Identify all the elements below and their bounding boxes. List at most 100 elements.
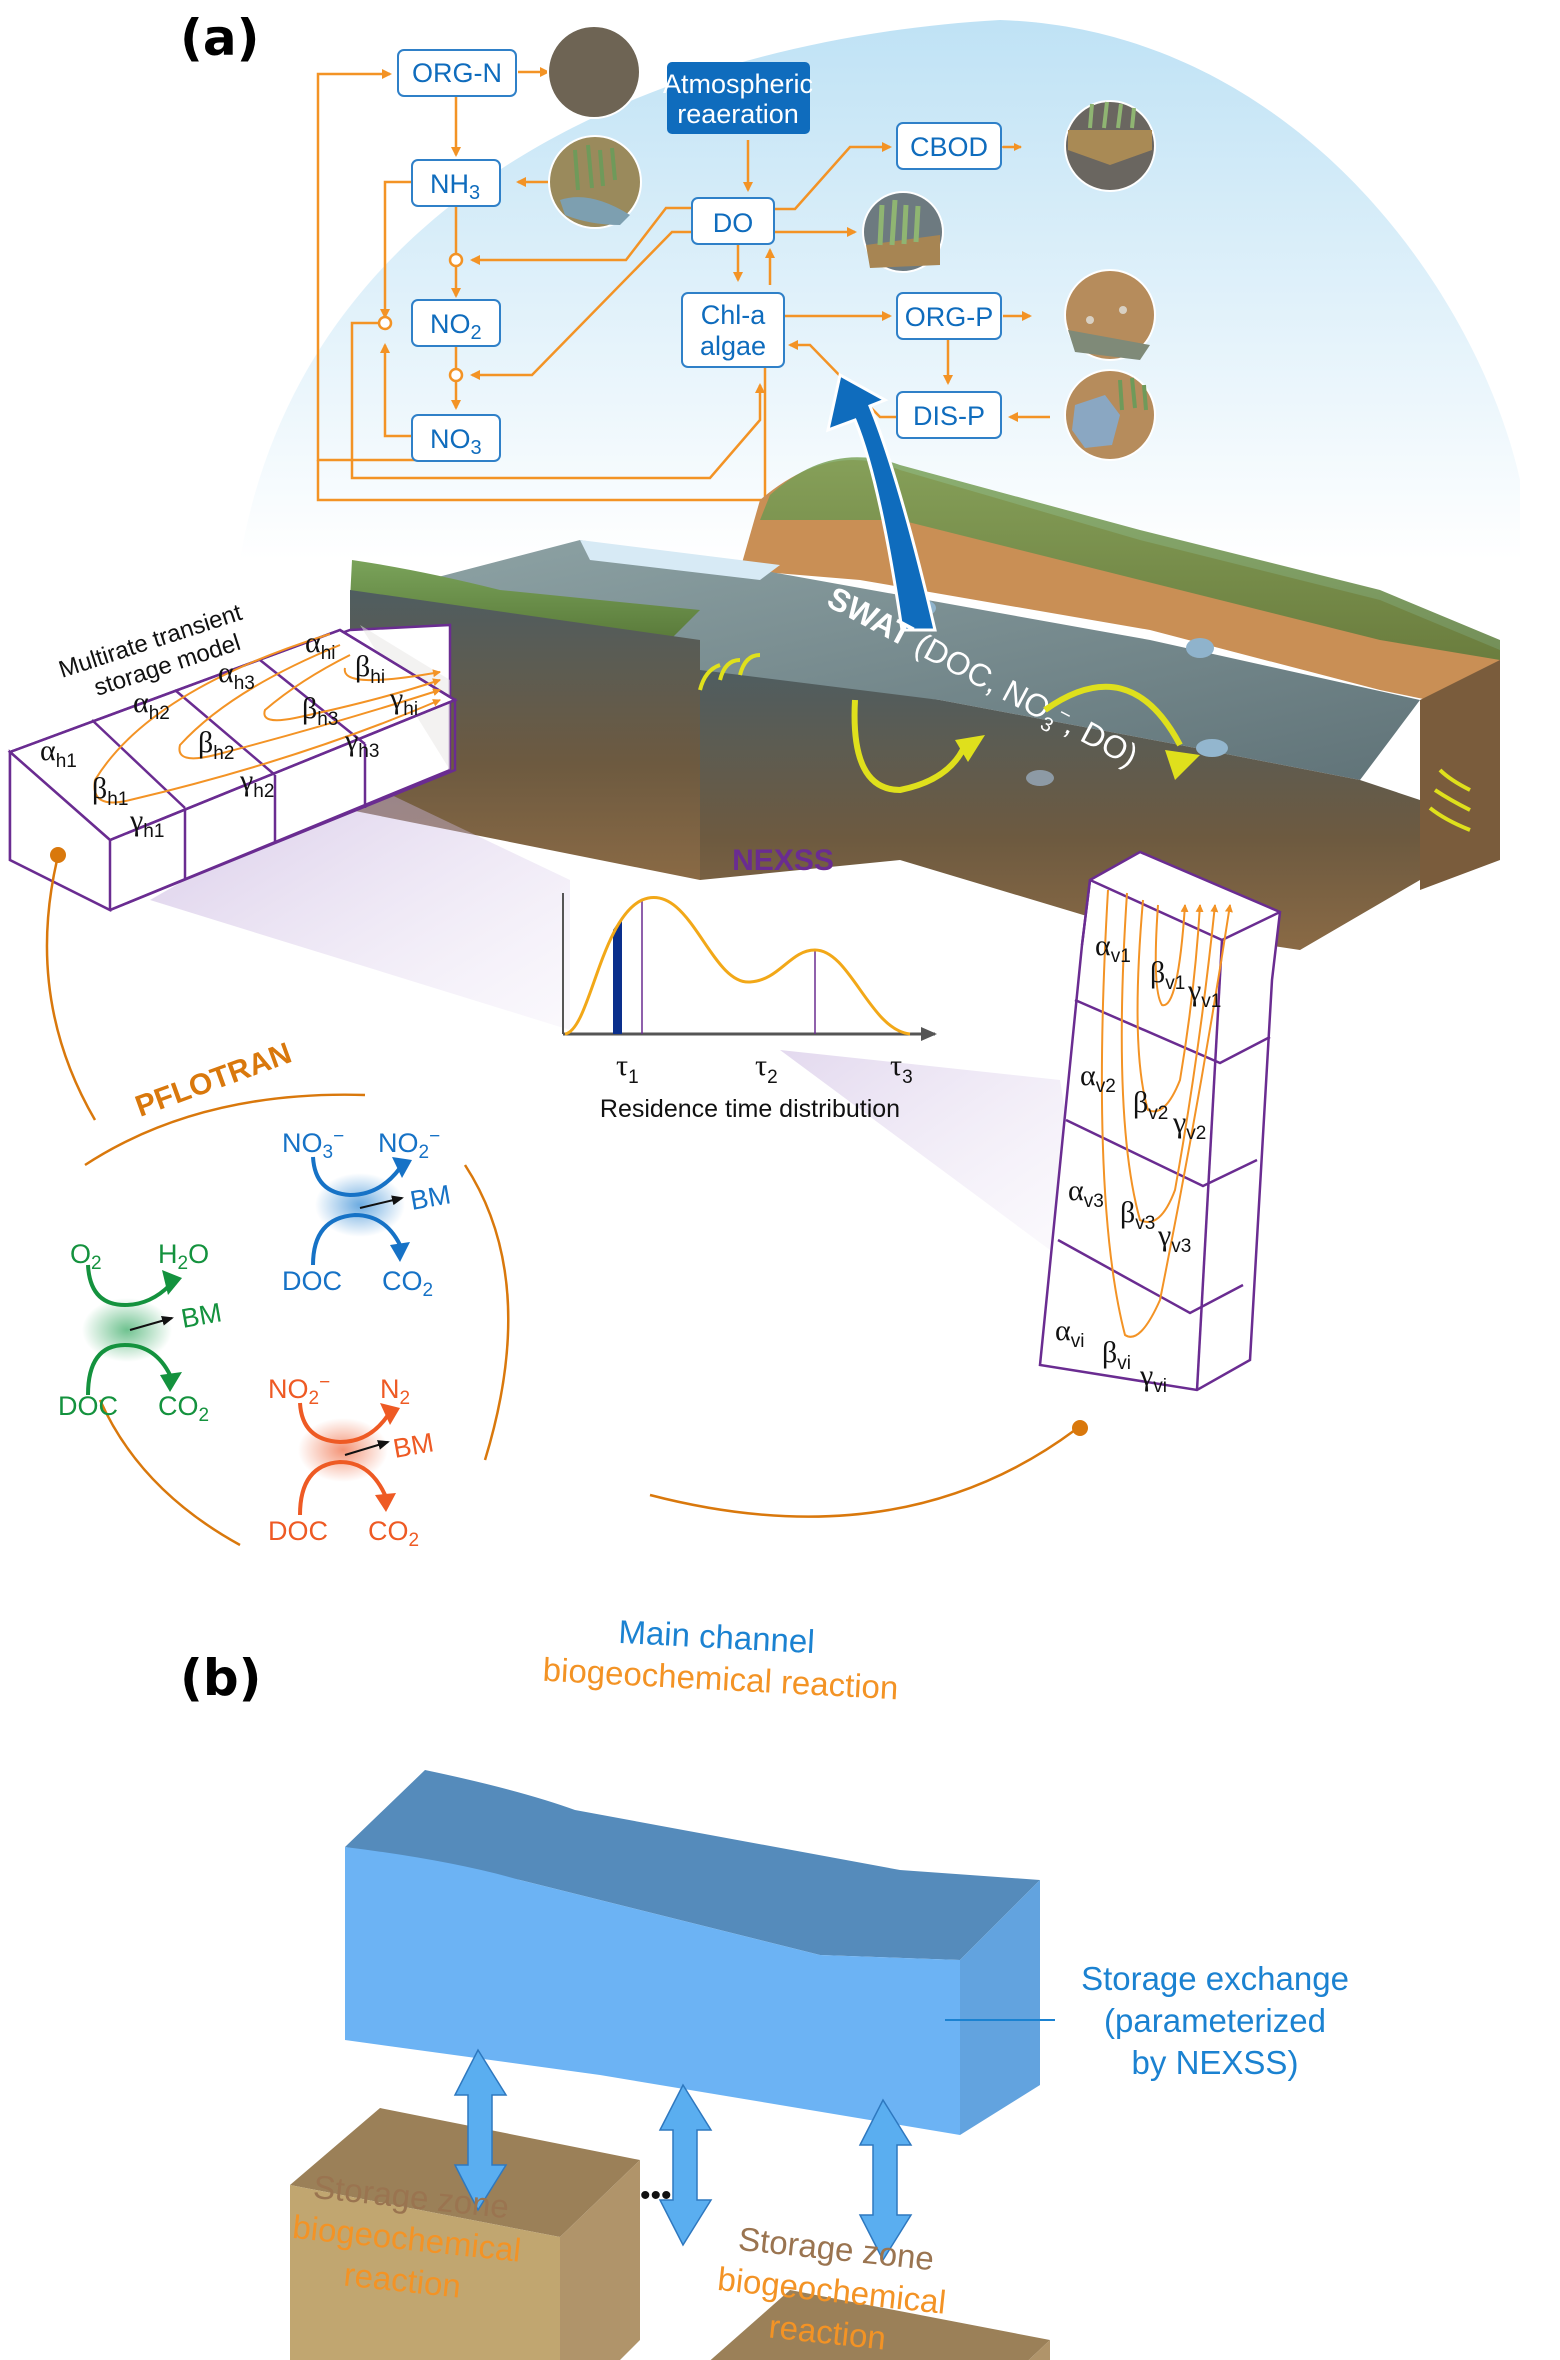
arrowhead: [380, 1403, 400, 1425]
connector-no3-to-algae: [380, 343, 418, 438]
biomass-arrow: [344, 1440, 390, 1456]
reaction-glow: [82, 1298, 172, 1362]
panel-a-label: (a): [180, 9, 259, 67]
water-highlight: [580, 540, 780, 580]
node-nh3: NH3: [411, 159, 501, 207]
arrowhead: [375, 1493, 396, 1512]
species-in-top: NO2−: [268, 1372, 330, 1409]
node-no3: NO3: [411, 414, 501, 462]
biomass-arrow: [359, 1195, 404, 1209]
pflotran-ring-bottom: [98, 1399, 241, 1547]
exchange-arrow-3: [858, 2098, 913, 2262]
arrowhead: [162, 1270, 182, 1295]
panel-b-label: (b): [180, 1649, 262, 1707]
species-in-bottom: DOC: [268, 1516, 328, 1546]
reaction-nitrite-reduction: NO2− N2 BM DOC CO2: [268, 1372, 436, 1551]
horizontal-param-h3: γh3: [344, 724, 379, 762]
thumbnail-cbod: [1064, 100, 1156, 192]
rock: [1196, 739, 1228, 757]
species-out-top: H2O: [158, 1239, 209, 1274]
nexss-title: NEXSS: [732, 844, 834, 877]
vertical-param-v1: βv1: [1150, 956, 1185, 994]
svg-text:reaeration: reaeration: [677, 99, 799, 129]
pflotran-ring-right: [463, 1164, 510, 1461]
far-bank-grass: [760, 457, 1500, 660]
node-org-p: ORG-P: [896, 292, 1002, 340]
tick-tau1: τ1: [616, 1049, 639, 1088]
arc-left-block-to-pflotran: [45, 859, 97, 1121]
biomass-arrow: [129, 1315, 174, 1331]
species-biomass: BM: [179, 1297, 224, 1334]
svg-text:DIS-P: DIS-P: [913, 401, 985, 431]
vertical-param-vi: βvi: [1102, 1336, 1131, 1374]
arrowhead: [1165, 750, 1200, 780]
reaction-glow: [315, 1173, 405, 1237]
box-top: [710, 2290, 1050, 2360]
horizontal-param-h3: αh3: [218, 656, 255, 694]
vertical-param-v2: αv2: [1080, 1059, 1116, 1097]
storage-box-right: [710, 2290, 1050, 2360]
rock: [1186, 638, 1214, 658]
rtd-curve: [564, 896, 911, 1036]
horizontal-param-h1: αh1: [40, 734, 77, 772]
svg-text:DO: DO: [713, 208, 754, 238]
connection-dot-left: [50, 847, 66, 863]
node-dis-p: DIS-P: [896, 391, 1002, 439]
main-channel-subtitle: biogeochemical reaction: [542, 1651, 899, 1707]
thumbnail-sediment-settling: [547, 25, 641, 119]
box-front: [290, 2185, 560, 2360]
connector-algae-to-orgn: [316, 69, 495, 462]
species-biomass: BM: [408, 1179, 453, 1216]
connector-do-to-cbod: [775, 142, 892, 211]
pflotran-ring-top: [84, 1093, 366, 1167]
arrowhead: [392, 1157, 412, 1178]
nexss-rtd-chart: τ1 τ2 τ3 Residence time distribution: [562, 893, 937, 1123]
bank-inflow-arrows-right: [1428, 768, 1471, 832]
species-out-bottom: CO2: [368, 1516, 419, 1551]
channel-soil-face: [700, 670, 1420, 950]
vertical-param-v2: γv2: [1172, 1106, 1206, 1144]
vertical-param-v3: αv3: [1068, 1174, 1104, 1212]
horizontal-param-h3: βh3: [302, 692, 338, 730]
connector-algae-loop: [316, 368, 767, 502]
rtd-xlabel: Residence time distribution: [600, 1095, 900, 1123]
channel-top-face: [345, 1770, 1040, 1960]
hyporheic-exchange-arrows: [698, 653, 1471, 832]
connector-n-to-algae: [350, 321, 765, 480]
box-side: [560, 2160, 640, 2360]
thumbnail-org-p: [1064, 269, 1156, 361]
horizontal-storage-block: [7, 623, 458, 913]
vertical-flow-paths: [1100, 889, 1233, 1338]
svg-text:NO3: NO3: [430, 424, 482, 459]
reaction-bottom-arrow: [86, 1342, 172, 1396]
arc-vertical-block-to-pflotran: [649, 1428, 1076, 1518]
horizontal-param-hi: αhi: [305, 626, 336, 664]
svg-text:ORG-P: ORG-P: [905, 302, 994, 332]
species-out-bottom: CO2: [382, 1266, 433, 1301]
svg-text:NH3: NH3: [430, 169, 480, 204]
connector-do-to-no2-oxidation: [470, 230, 706, 380]
node-atmospheric-reaeration: Atmospheric reaeration: [663, 62, 813, 134]
main-channel-block: [345, 1770, 1040, 2135]
storage-exchange-line2: (parameterized: [1104, 2002, 1326, 2039]
vertical-param-v1: γv1: [1187, 974, 1221, 1012]
rtd-highlight-bar: [613, 917, 622, 1034]
species-out-bottom: CO2: [158, 1391, 209, 1426]
horizontal-param-hi: γhi: [389, 682, 418, 720]
horizontal-param-h1: γh1: [129, 804, 164, 842]
connector-nh3-to-algae: [380, 180, 418, 319]
node-org-n: ORG-N: [397, 49, 517, 97]
horizontal-param-hi: βhi: [355, 650, 385, 688]
thumbnail-sediment-release: [548, 135, 642, 229]
left-bank-grass: [350, 560, 700, 640]
junction-circle: [377, 315, 393, 331]
box-side: [1028, 2340, 1050, 2360]
svg-text:Chl-a: Chl-a: [701, 300, 767, 330]
vertical-param-vi: αvi: [1055, 1314, 1084, 1352]
reaction-aerobic: O2 H2O BM DOC CO2: [58, 1239, 224, 1426]
reaction-top-arrow: [311, 1156, 402, 1198]
reaction-top-arrow: [86, 1264, 172, 1308]
pflotran-connector-arcs: [45, 859, 1076, 1547]
exchange-arrow-left: [851, 699, 968, 794]
